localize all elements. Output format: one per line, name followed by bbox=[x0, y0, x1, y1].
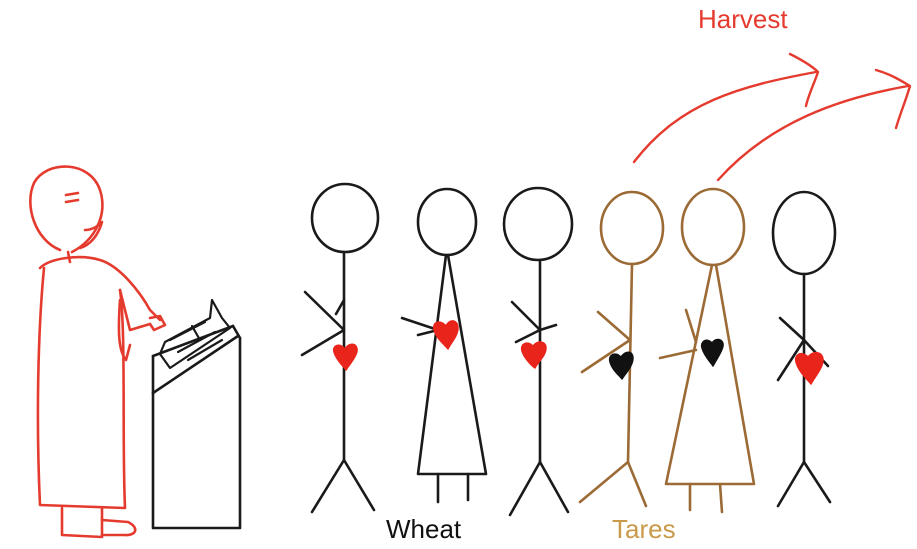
heart-icon bbox=[334, 344, 357, 370]
wheat-person-4 bbox=[773, 192, 835, 506]
tares-person-2 bbox=[660, 189, 754, 512]
pulpit-icon bbox=[153, 326, 240, 528]
heart-icon bbox=[434, 321, 458, 349]
tares-person-1 bbox=[580, 192, 663, 506]
harvest-label: Harvest bbox=[698, 4, 788, 35]
wheat-label: Wheat bbox=[386, 514, 461, 545]
heart-icon bbox=[522, 342, 546, 368]
heart-icon bbox=[796, 353, 823, 384]
wheat-person-3 bbox=[504, 188, 572, 515]
wheat-person-2 bbox=[402, 189, 486, 502]
heart-icon bbox=[702, 339, 723, 366]
preacher-figure-icon bbox=[30, 167, 165, 537]
tares-label: Tares bbox=[612, 514, 676, 545]
harvest-arrow-icon bbox=[634, 54, 910, 180]
open-book-icon bbox=[160, 300, 230, 368]
wheat-person-1 bbox=[302, 184, 378, 512]
